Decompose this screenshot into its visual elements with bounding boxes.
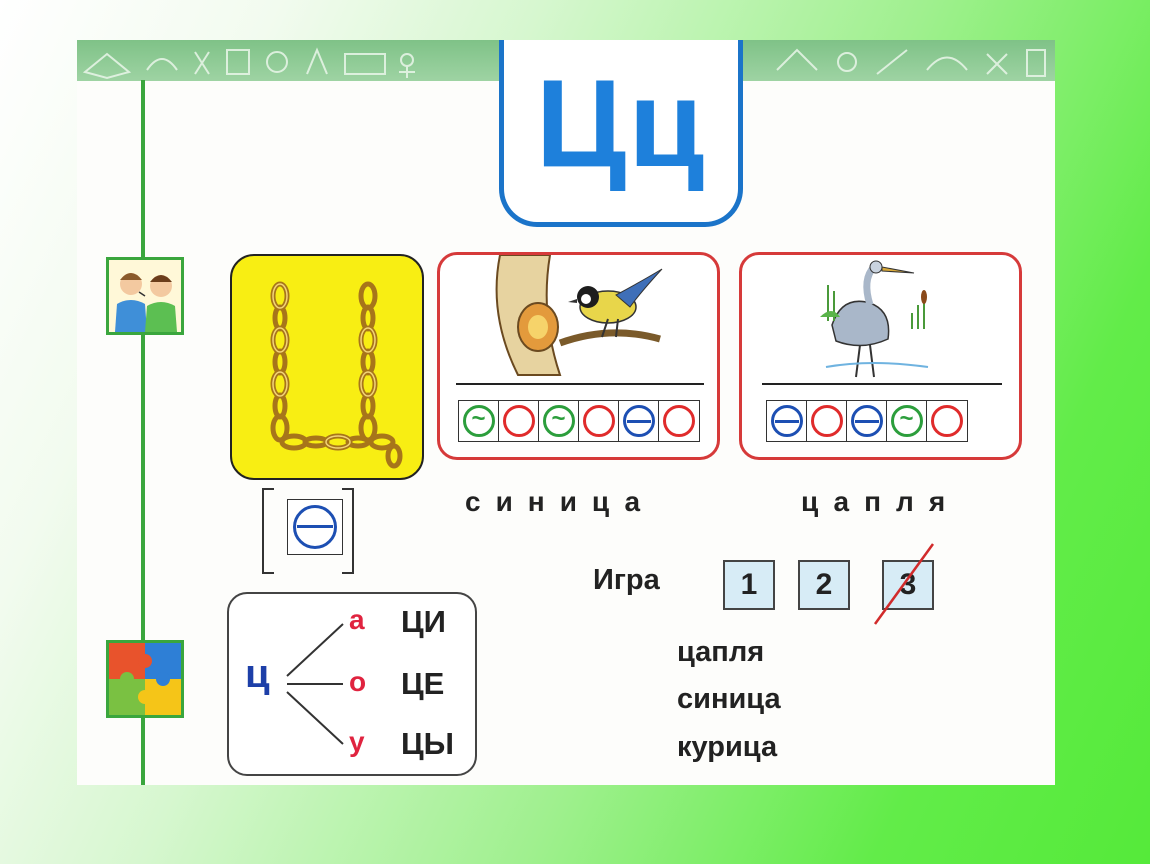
sound-cell — [847, 401, 887, 441]
puzzle-icon — [106, 640, 184, 718]
hard-consonant-circle — [850, 405, 883, 437]
chain-letter-ts-icon — [230, 254, 424, 480]
vowel-circle — [582, 405, 615, 437]
primer-page: Цц — [77, 40, 1055, 785]
word-sinitsa: синица — [465, 486, 656, 517]
vowel-circle — [931, 405, 963, 437]
vowel-circle — [663, 405, 695, 437]
syllable-vowel: о — [349, 666, 367, 697]
sound-cell — [539, 401, 579, 441]
syllable-vowel: а — [349, 604, 365, 635]
syllable-lines — [286, 623, 344, 745]
strike-through-mark — [873, 543, 935, 625]
syllable-vowel: у — [349, 726, 365, 757]
hard-consonant-circle — [622, 405, 655, 437]
sound-cell — [807, 401, 847, 441]
sound-scheme-sinitsa — [458, 400, 700, 442]
game-word: синица — [677, 683, 781, 715]
sound-cell — [767, 401, 807, 441]
word-line — [456, 383, 704, 385]
margin-line — [141, 80, 145, 785]
sound-scheme-tsaplya — [766, 400, 968, 442]
vowel-circle — [502, 405, 535, 437]
sound-cell — [619, 401, 659, 441]
syllable-result: ЦЕ — [401, 666, 445, 701]
heron-icon — [820, 260, 929, 378]
game-number-box-2: 2 — [798, 560, 850, 610]
syllable-card: ц а о у ЦИ ЦЕ ЦЫ — [227, 592, 477, 776]
sound-cell — [927, 401, 967, 441]
hard-consonant-circle — [293, 505, 337, 549]
letter-title-box: Цц — [499, 40, 743, 227]
sound-cell — [579, 401, 619, 441]
word-tsaplya: цапля — [801, 486, 961, 517]
bracket-left — [262, 488, 274, 574]
picture-card-tsaplya — [739, 252, 1022, 460]
word-line — [762, 383, 1002, 385]
soft-consonant-circle — [542, 402, 575, 437]
game-number-box-1: 1 — [723, 560, 775, 610]
picture-card-sinitsa — [437, 252, 720, 460]
titmouse-bird-icon — [495, 254, 663, 376]
sound-cell — [459, 401, 499, 441]
game-word: курица — [677, 731, 778, 763]
hard-consonant-circle — [770, 405, 803, 437]
sound-box — [287, 499, 343, 555]
syllable-consonant: ц — [245, 652, 270, 696]
soft-consonant-circle — [462, 402, 495, 437]
game-word: цапля — [677, 636, 765, 668]
children-talking-icon — [106, 257, 184, 335]
soft-consonant-circle — [890, 402, 923, 437]
syllable-result: ЦИ — [401, 604, 446, 639]
sound-cell — [659, 401, 699, 441]
sound-cell — [499, 401, 539, 441]
sound-cell — [887, 401, 927, 441]
syllable-result: ЦЫ — [401, 726, 454, 761]
page-title: Цц — [535, 55, 707, 193]
vowel-circle — [810, 405, 843, 437]
game-label: Игра — [593, 564, 660, 596]
bracket-right — [342, 488, 354, 574]
